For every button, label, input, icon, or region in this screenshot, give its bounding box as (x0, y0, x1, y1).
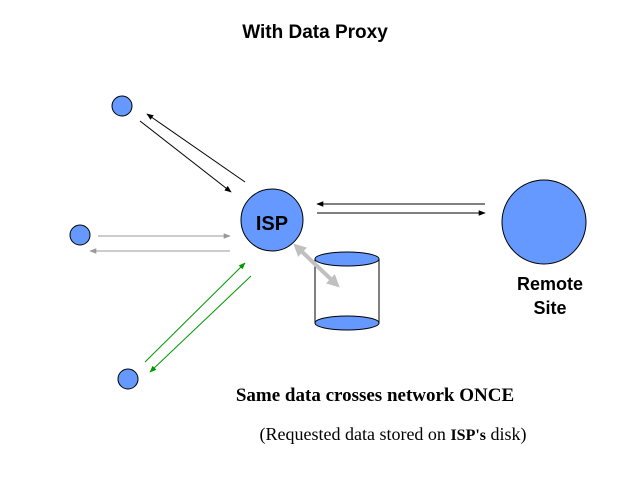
remote-site-node (501, 179, 587, 265)
isp-label: ISP (256, 213, 288, 235)
disk-body (315, 259, 379, 323)
caption-line2: (Requested data stored on ISP's disk) (259, 424, 526, 445)
arrow-bottom-client-to-isp (144, 262, 246, 363)
disk-bottom-ellipse (314, 315, 380, 331)
caption-line2-prefix: (Requested data stored on (259, 424, 450, 445)
caption-line2-suffix: disk) (486, 424, 527, 445)
diagram-title: With Data Proxy (242, 22, 388, 43)
client-node-middle (69, 224, 91, 246)
caption-line2-emphasis: ISP's (450, 427, 486, 444)
arrow-isp-to-top-client (146, 113, 246, 183)
remote-label-line1: Remote (517, 274, 583, 294)
disk-cylinder (314, 251, 380, 331)
arrow-isp-disk (293, 243, 340, 288)
arrow-isp-to-bottom-client (149, 275, 252, 373)
client-node-bottom (117, 368, 139, 390)
caption-line1: Same data crosses network ONCE (236, 385, 514, 406)
disk-top-ellipse (314, 251, 380, 267)
arrow-top-client-to-isp (139, 120, 232, 193)
remote-label-line2: Site (533, 298, 566, 318)
client-node-top (111, 95, 133, 117)
isp-node (240, 188, 304, 252)
